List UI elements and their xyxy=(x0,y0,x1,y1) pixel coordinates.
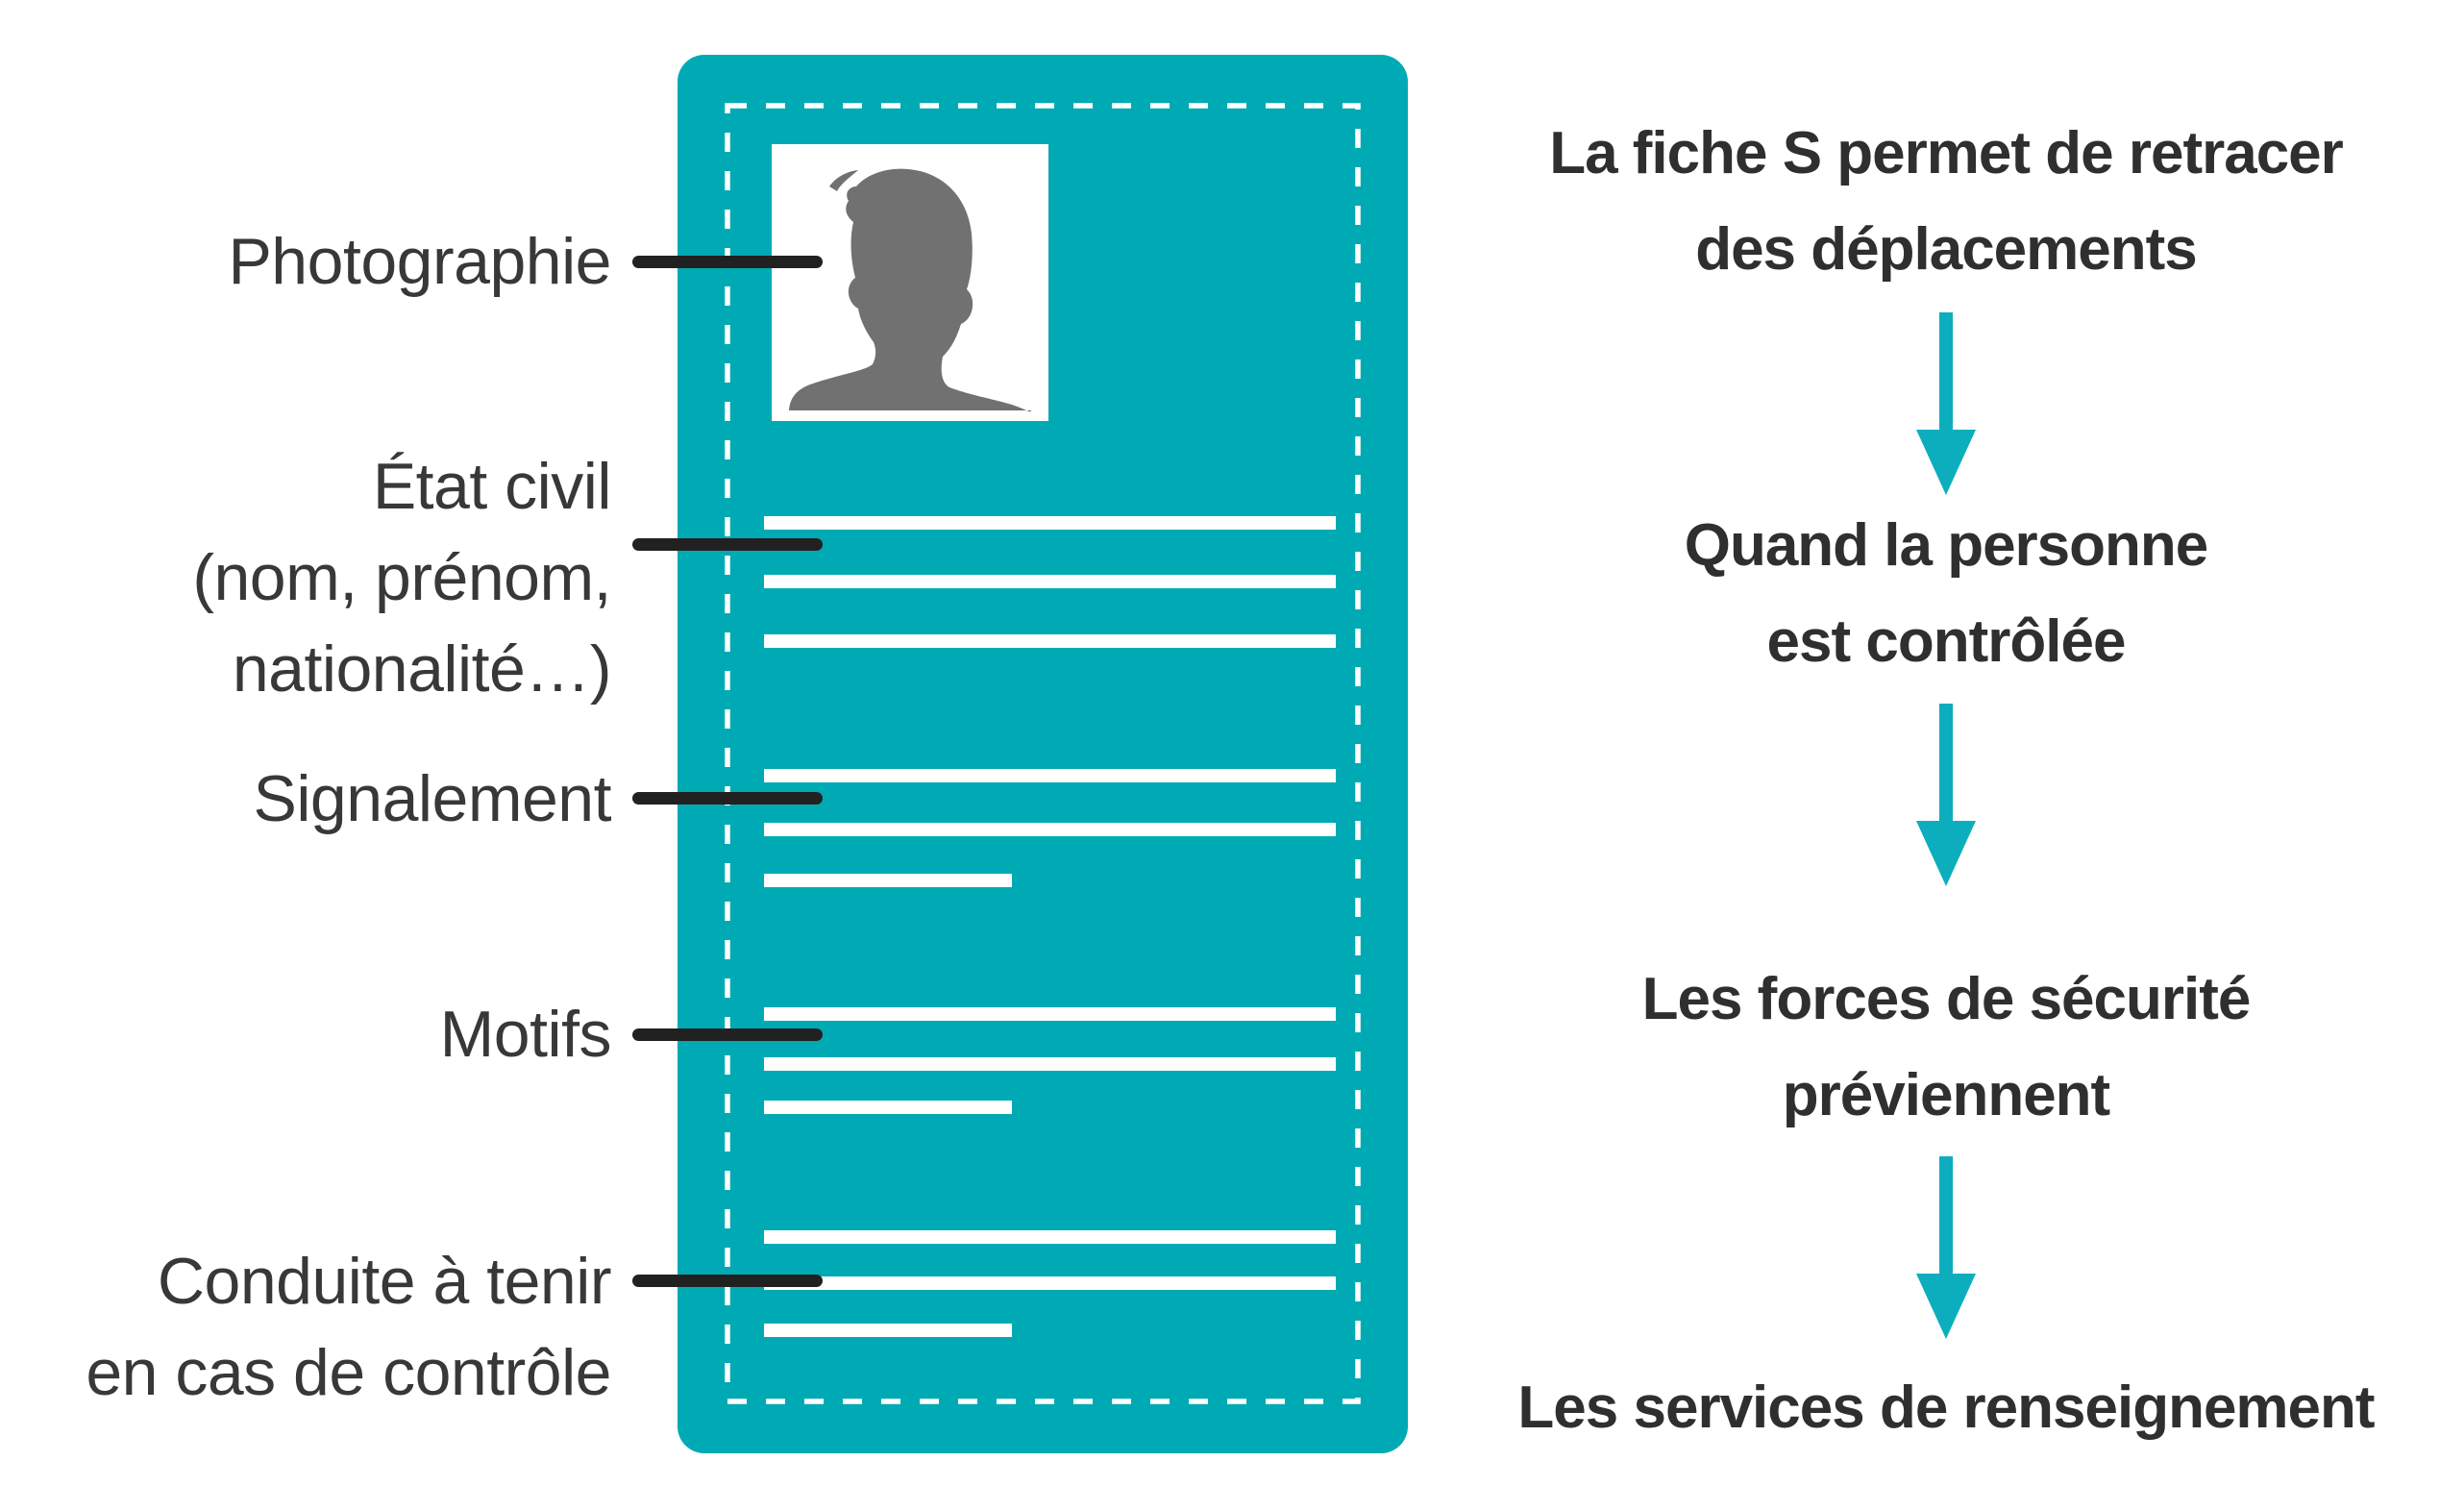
person-silhouette-icon xyxy=(789,168,1031,412)
connector-line-etat-civil xyxy=(632,538,823,551)
card-text-line xyxy=(764,1276,1336,1290)
flow-step-4: Les services de renseignement xyxy=(1466,1360,2427,1456)
flow-step-line: Quand la personne xyxy=(1684,512,2209,579)
down-arrow-icon xyxy=(1916,1156,1976,1339)
card-text-line xyxy=(764,634,1336,648)
label-line: en cas de contrôle xyxy=(86,1336,611,1409)
flow-step-3: Les forces de sécurité préviennent xyxy=(1466,952,2427,1144)
connector-line-photographie xyxy=(632,256,823,268)
label-line: Photographie xyxy=(228,225,611,298)
label-line: nationalité…) xyxy=(232,632,612,706)
label-line: Motifs xyxy=(439,998,612,1071)
card-text-line xyxy=(764,1230,1336,1244)
down-arrow-icon xyxy=(1916,704,1976,886)
card-text-line xyxy=(764,1101,1012,1114)
card-text-line xyxy=(764,516,1336,530)
flow-step-2: Quand la personne est contrôlée xyxy=(1466,498,2427,690)
dashed-border xyxy=(725,103,1361,1404)
connector-line-signalement xyxy=(632,792,823,805)
card-text-line xyxy=(764,823,1336,836)
card-text-line xyxy=(764,1007,1336,1021)
fiche-s-card xyxy=(678,55,1408,1453)
flow-step-1: La fiche S permet de retracer des déplac… xyxy=(1466,106,2427,298)
label-line: Signalement xyxy=(253,762,611,835)
label-motifs: Motifs xyxy=(0,989,612,1080)
label-line: (nom, prénom, xyxy=(192,541,611,614)
label-line: Conduite à tenir xyxy=(157,1245,612,1318)
card-text-line xyxy=(764,769,1336,782)
label-etat-civil: État civil (nom, prénom, nationalité…) xyxy=(0,441,611,715)
flow-step-line: Les services de renseignement xyxy=(1517,1375,2375,1441)
down-arrow-icon xyxy=(1916,312,1976,495)
flow-step-line: est contrôlée xyxy=(1766,608,2127,675)
label-signalement: Signalement xyxy=(0,754,611,845)
card-text-line xyxy=(764,874,1012,887)
flow-step-line: La fiche S permet de retracer xyxy=(1549,120,2344,186)
connector-line-motifs xyxy=(632,1028,823,1041)
card-text-line xyxy=(764,1324,1012,1337)
label-photographie: Photographie xyxy=(0,216,611,308)
flow-step-line: préviennent xyxy=(1782,1062,2110,1128)
flow-step-line: des déplacements xyxy=(1695,216,2198,283)
card-text-line xyxy=(764,1057,1336,1071)
connector-line-conduite xyxy=(632,1275,823,1287)
photo-box xyxy=(772,144,1048,421)
label-line: État civil xyxy=(372,450,612,523)
card-text-line xyxy=(764,575,1336,588)
flow-step-line: Les forces de sécurité xyxy=(1641,966,2252,1032)
label-conduite: Conduite à tenir en cas de contrôle xyxy=(0,1236,611,1419)
